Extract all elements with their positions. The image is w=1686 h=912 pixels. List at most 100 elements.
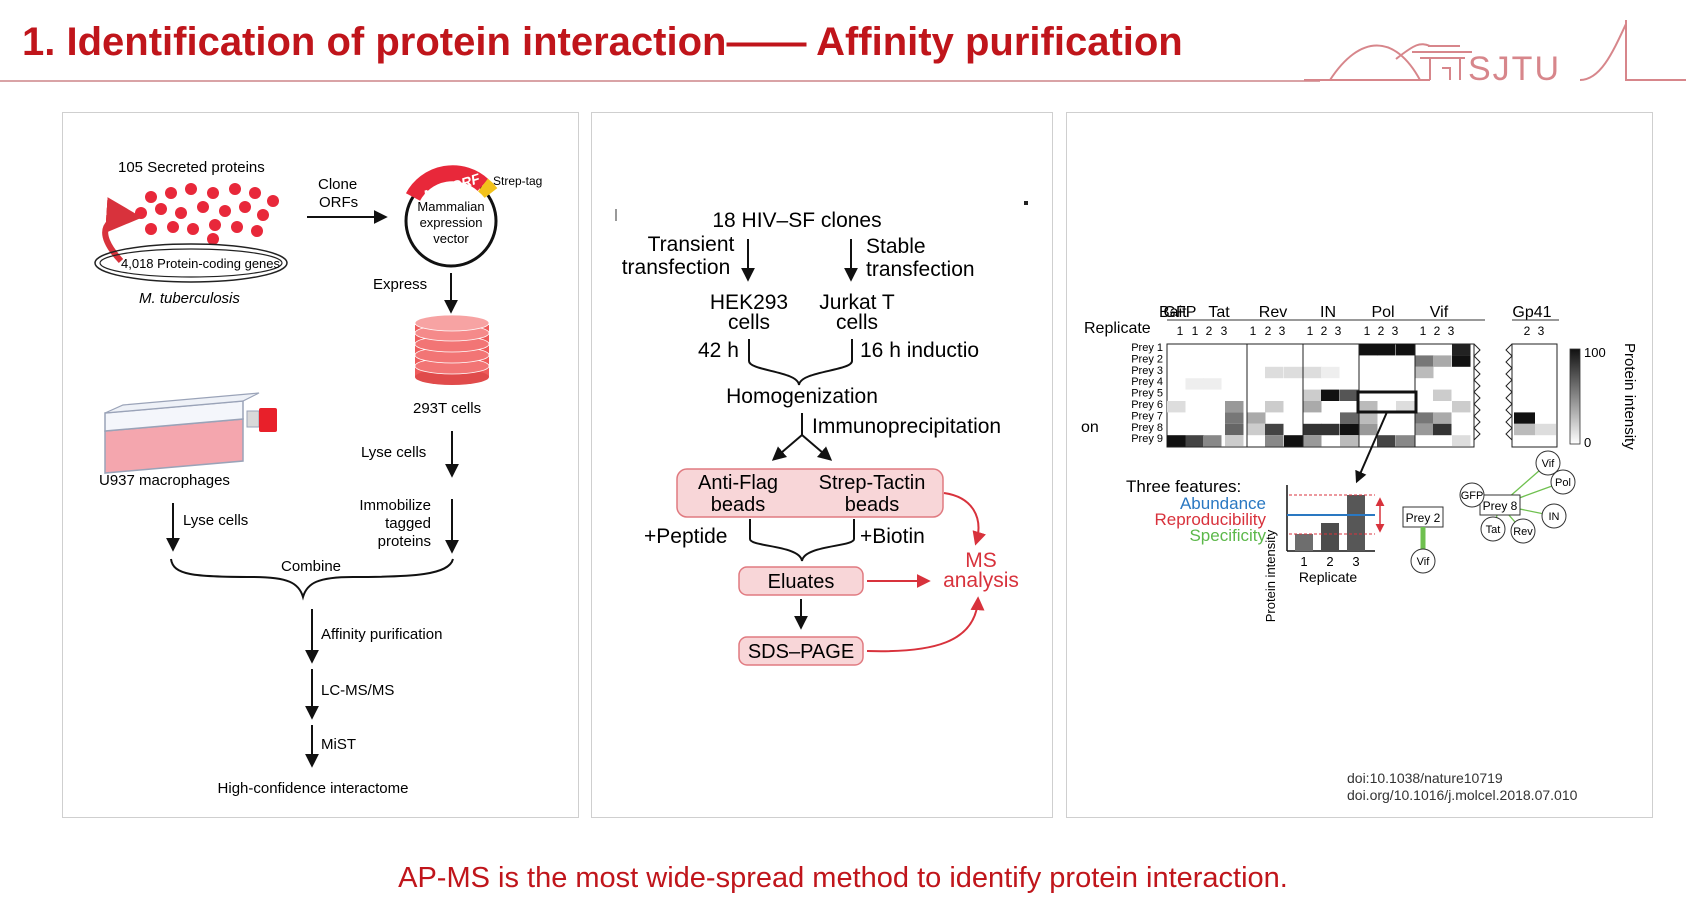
heatmap-cell xyxy=(1452,435,1471,447)
anti-flag-label-1: Anti-Flag xyxy=(698,472,778,494)
cells-293t-label: 293T cells xyxy=(413,400,481,417)
bait-label-gfp: GFP xyxy=(1164,304,1197,321)
replicate-header-label: Replicate xyxy=(1084,320,1151,337)
sds-page-box xyxy=(738,636,864,666)
vector-label-2: expression xyxy=(420,215,483,230)
ms-analysis-label-2: analysis xyxy=(943,569,1019,592)
protein-coding-genes-label: 4,018 Protein-coding genes xyxy=(121,256,281,271)
sjtu-logo: SJTU xyxy=(1304,20,1686,88)
prey-label: Prey 3 xyxy=(1131,365,1163,377)
hek-label-2: cells xyxy=(728,311,770,334)
replicate-tick: 3 xyxy=(1335,324,1342,338)
heatmap-cell xyxy=(1167,401,1186,413)
jurkat-label-2: cells xyxy=(836,311,878,334)
bait-label-gp41: Gp41 xyxy=(1512,304,1551,321)
heatmap-cell xyxy=(1359,412,1378,424)
heatmap-cell xyxy=(1185,435,1204,447)
beads-to-ms-arrow xyxy=(943,492,986,546)
doi-2: doi.org/10.1016/j.molcel.2018.07.010 xyxy=(1347,787,1578,803)
strep-tag-segment xyxy=(477,178,498,199)
heatmap-cell xyxy=(1433,389,1452,401)
feature-specificity: Specificity xyxy=(1189,526,1266,545)
scale-min-label: 0 xyxy=(1584,435,1591,450)
time-16h-label: 16 h inductio xyxy=(860,339,979,362)
heatmap-cell xyxy=(1303,401,1322,413)
beads-box xyxy=(676,468,944,518)
bait-label-vif: Vif xyxy=(1430,304,1449,321)
scale-max-label: 100 xyxy=(1584,345,1606,360)
replicate-tick: 2 xyxy=(1378,324,1385,338)
genome-inner-ring xyxy=(99,248,283,278)
heatmap-cell xyxy=(1284,435,1303,447)
secreted-protein-dots xyxy=(135,183,279,245)
prey-label: Prey 2 xyxy=(1131,353,1163,365)
network-node xyxy=(1541,503,1567,529)
affinity-purification-label: Affinity purification xyxy=(321,626,442,643)
heatmap-cells xyxy=(1167,344,1471,447)
strep-tactin-label-1: Strep-Tactin xyxy=(819,472,926,494)
feature-abundance: Abundance xyxy=(1180,494,1266,513)
heatmap-cell xyxy=(1225,401,1244,413)
stable-label-1: Stable xyxy=(866,235,926,258)
heatmap-cell xyxy=(1452,344,1471,356)
heatmap-cell xyxy=(1303,423,1322,436)
heatmap-cell xyxy=(1225,435,1244,447)
culture-flask-icon xyxy=(104,392,277,474)
network-node-label: Rev xyxy=(1513,526,1533,538)
strep-tactin-label-2: beads xyxy=(845,494,900,516)
split-left-arrow xyxy=(771,434,803,461)
split-right-arrow xyxy=(801,434,833,461)
peptide-label: +Peptide xyxy=(644,525,728,548)
heatmap-cell xyxy=(1265,401,1284,413)
sds-to-ms-arrow xyxy=(866,596,985,653)
network-prey8-node xyxy=(1479,494,1521,516)
homogenization-label: Homogenization xyxy=(726,385,878,408)
heatmap-cell xyxy=(1303,366,1322,379)
heatmap-cell xyxy=(1185,378,1204,390)
network-prey8-label: Prey 8 xyxy=(1483,499,1518,513)
heatmap-cell xyxy=(1359,401,1378,413)
replicate-tick: 2 xyxy=(1434,324,1441,338)
mtb-workflow-diagram: 105 Secreted proteins 4,018 Protein-codi… xyxy=(94,159,542,797)
network-node xyxy=(1480,516,1506,542)
heatmap-cell xyxy=(1284,366,1303,379)
gp41-torn-edge xyxy=(1505,343,1513,441)
mtb-apms-workflow-panel: 105 Secreted proteins 4,018 Protein-codi… xyxy=(62,112,579,818)
heatmap-cell xyxy=(1377,435,1396,447)
replicate-tick: 3 xyxy=(1448,324,1455,338)
network-node xyxy=(1550,469,1576,495)
bait-label-rev: Rev xyxy=(1259,304,1287,321)
replicate-tick: 1 xyxy=(1364,324,1371,338)
vector-label-3: vector xyxy=(433,231,469,246)
heatmap-cell xyxy=(1340,412,1359,424)
heatmap-cell xyxy=(1303,435,1322,447)
bar-ylabel: Protein intensity xyxy=(1263,529,1278,622)
replicate-tick: 1 xyxy=(1250,324,1257,338)
three-features-label: Three features: xyxy=(1126,477,1241,496)
zoom-arrow xyxy=(1355,411,1388,484)
heatmap-cell xyxy=(1321,423,1340,436)
heatmap-cell xyxy=(1340,435,1359,447)
heatmap-scoring-panel: Bait Replicate on GFP Tat Rev IN Pol Vif… xyxy=(1066,112,1653,818)
combine-label: Combine xyxy=(281,558,341,575)
network-node xyxy=(1459,482,1485,508)
mist-label: MiST xyxy=(321,736,356,753)
lyse-cells-right-label: Lyse cells xyxy=(361,444,426,461)
replicate-tick: 3 xyxy=(1392,324,1399,338)
heatmap-cell xyxy=(1452,355,1471,367)
network-vif-left-label: Vif xyxy=(1417,556,1431,568)
bar-tick-2: 2 xyxy=(1326,554,1333,569)
ms-analysis-label-1: MS xyxy=(965,549,997,572)
heatmap-cell xyxy=(1303,389,1322,401)
mtb-orf-segment xyxy=(405,165,489,202)
heatmap-cell xyxy=(1359,344,1378,356)
hiv-apms-workflow-panel: 18 HIV–SF clones Transient transfection … xyxy=(591,112,1053,818)
heatmap-cell xyxy=(1452,401,1471,413)
logo-text: SJTU xyxy=(1468,50,1561,88)
heatmap-cell xyxy=(1433,423,1452,436)
prey-label: Prey 8 xyxy=(1131,422,1163,434)
heatmap-cell xyxy=(1396,401,1415,413)
heatmap-cell xyxy=(1167,435,1186,447)
